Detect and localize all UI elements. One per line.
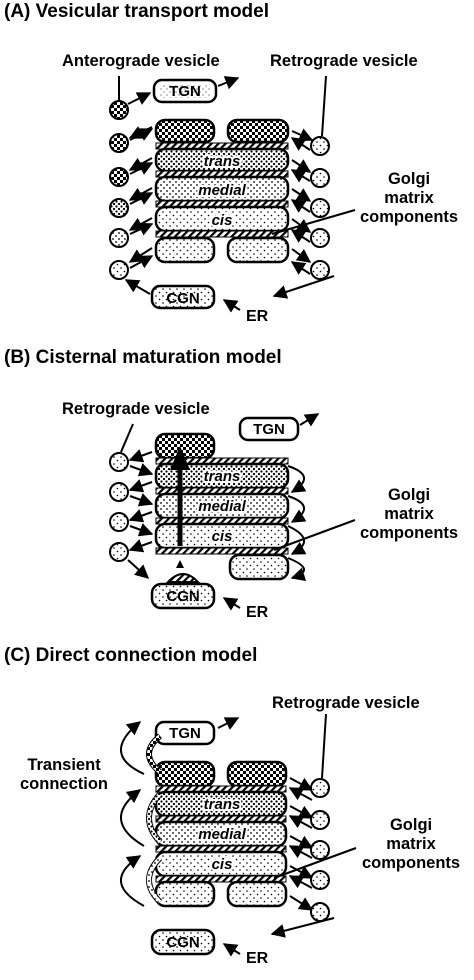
medial-label: medial bbox=[198, 182, 246, 199]
cgn-label: CGN bbox=[166, 934, 199, 951]
matrix-band bbox=[155, 875, 287, 883]
trans-most-cisterna-left bbox=[154, 760, 216, 788]
retrograde-vesicle bbox=[109, 482, 129, 502]
anterograde-vesicle bbox=[109, 133, 129, 153]
panel-b-title: (B) Cisternal maturation model bbox=[4, 347, 282, 368]
anterograde-vesicle bbox=[109, 167, 129, 187]
components-word: components bbox=[360, 207, 459, 226]
leader-line bbox=[273, 519, 356, 551]
transient-connection-label: Transient connection bbox=[20, 756, 108, 794]
forming-cisterna bbox=[165, 573, 201, 583]
panel-b: TGN trans medial cis CGN ER bbox=[109, 413, 356, 621]
tgn-label: TGN bbox=[253, 421, 285, 438]
maturation-arrowhead bbox=[170, 446, 190, 470]
retrograde-vesicle bbox=[310, 136, 330, 156]
er-label: ER bbox=[246, 950, 269, 967]
golgi-matrix-label: Golgi matrix components bbox=[360, 170, 458, 227]
trans-most-cisterna bbox=[154, 432, 216, 460]
transient-word: Transient bbox=[27, 756, 101, 774]
trans-label: trans bbox=[204, 468, 241, 485]
retrograde-vesicle bbox=[310, 228, 330, 248]
cis-most-cisterna-left bbox=[154, 880, 216, 908]
cis-most-cisterna-right bbox=[226, 880, 288, 908]
retrograde-vesicle bbox=[109, 452, 129, 472]
retrograde-vesicle bbox=[310, 778, 330, 798]
retrograde-vesicle bbox=[310, 810, 330, 830]
retrograde-vesicle-label: Retrograde vesicle bbox=[272, 694, 420, 712]
panel-c: TGN trans medial cis CGN ER bbox=[120, 713, 357, 967]
leader-line bbox=[273, 847, 357, 879]
matrix-word: matrix bbox=[384, 188, 434, 207]
trans-label: trans bbox=[204, 153, 241, 170]
panel-a: TGN trans medial cis CGN ER bbox=[109, 75, 356, 325]
panel-a-title: (A) Vesicular transport model bbox=[4, 1, 270, 22]
er-label: ER bbox=[246, 308, 269, 325]
retrograde-vesicle-label: Retrograde vesicle bbox=[270, 52, 418, 70]
leader-line bbox=[321, 713, 327, 779]
cgn-label: CGN bbox=[166, 588, 199, 605]
matrix-band bbox=[155, 230, 289, 238]
retrograde-vesicle bbox=[310, 902, 330, 922]
tgn-cisterna bbox=[154, 720, 216, 746]
anterograde-vesicle-label: Anterograde vesicle bbox=[62, 52, 220, 70]
cis-most-cisterna-right bbox=[226, 236, 290, 264]
trans-label: trans bbox=[204, 796, 241, 813]
matrix-band bbox=[155, 547, 289, 555]
retrograde-vesicle bbox=[310, 260, 330, 280]
anterograde-vesicle bbox=[109, 198, 129, 218]
components-word: components bbox=[360, 523, 459, 542]
matrix-word: matrix bbox=[386, 834, 436, 853]
cis-label: cis bbox=[212, 528, 233, 545]
golgi-word: Golgi bbox=[387, 170, 431, 188]
tgn-cisterna bbox=[238, 416, 300, 442]
components-word: components bbox=[362, 853, 461, 872]
er-label: ER bbox=[246, 604, 269, 621]
tgn-label: TGN bbox=[169, 83, 201, 100]
retrograde-vesicle bbox=[109, 542, 129, 562]
retrograde-vesicle bbox=[310, 168, 330, 188]
cis-most-cisterna-left bbox=[154, 236, 216, 264]
golgi-matrix-label: Golgi matrix components bbox=[360, 486, 458, 543]
retrograde-vesicle bbox=[310, 198, 330, 218]
trans-most-cisterna-right bbox=[226, 118, 290, 144]
golgi-matrix-label: Golgi matrix components bbox=[362, 816, 460, 873]
cgn-label: CGN bbox=[166, 290, 199, 307]
medial-label: medial bbox=[198, 826, 246, 843]
golgi-word: Golgi bbox=[389, 816, 433, 834]
cis-label: cis bbox=[212, 212, 233, 229]
cgn-cisterna bbox=[150, 284, 216, 310]
connection-word: connection bbox=[20, 774, 109, 793]
anterograde-vesicle bbox=[109, 260, 129, 280]
trans-most-cisterna-right bbox=[226, 760, 288, 788]
golgi-word: Golgi bbox=[387, 486, 431, 504]
retrograde-vesicle-label: Retrograde vesicle bbox=[62, 400, 210, 418]
anterograde-vesicle bbox=[109, 100, 129, 120]
maturation-arrowhead-small bbox=[176, 560, 184, 568]
retrograde-vesicle bbox=[109, 512, 129, 532]
retrograde-vesicle bbox=[310, 870, 330, 890]
matrix-word: matrix bbox=[384, 504, 434, 523]
cis-most-cisterna-right bbox=[228, 553, 290, 581]
panel-c-title: (C) Direct connection model bbox=[4, 645, 258, 666]
trans-most-cisterna-left bbox=[154, 118, 216, 144]
anterograde-vesicle bbox=[109, 228, 129, 248]
tgn-label: TGN bbox=[169, 725, 201, 742]
medial-label: medial bbox=[198, 498, 246, 515]
leader-line bbox=[271, 209, 356, 235]
leader-line bbox=[321, 75, 327, 137]
retrograde-vesicle bbox=[310, 840, 330, 860]
leader-line bbox=[120, 423, 134, 453]
cgn-cisterna bbox=[150, 928, 216, 956]
cgn-cisterna bbox=[150, 582, 216, 610]
cis-label: cis bbox=[212, 856, 233, 873]
